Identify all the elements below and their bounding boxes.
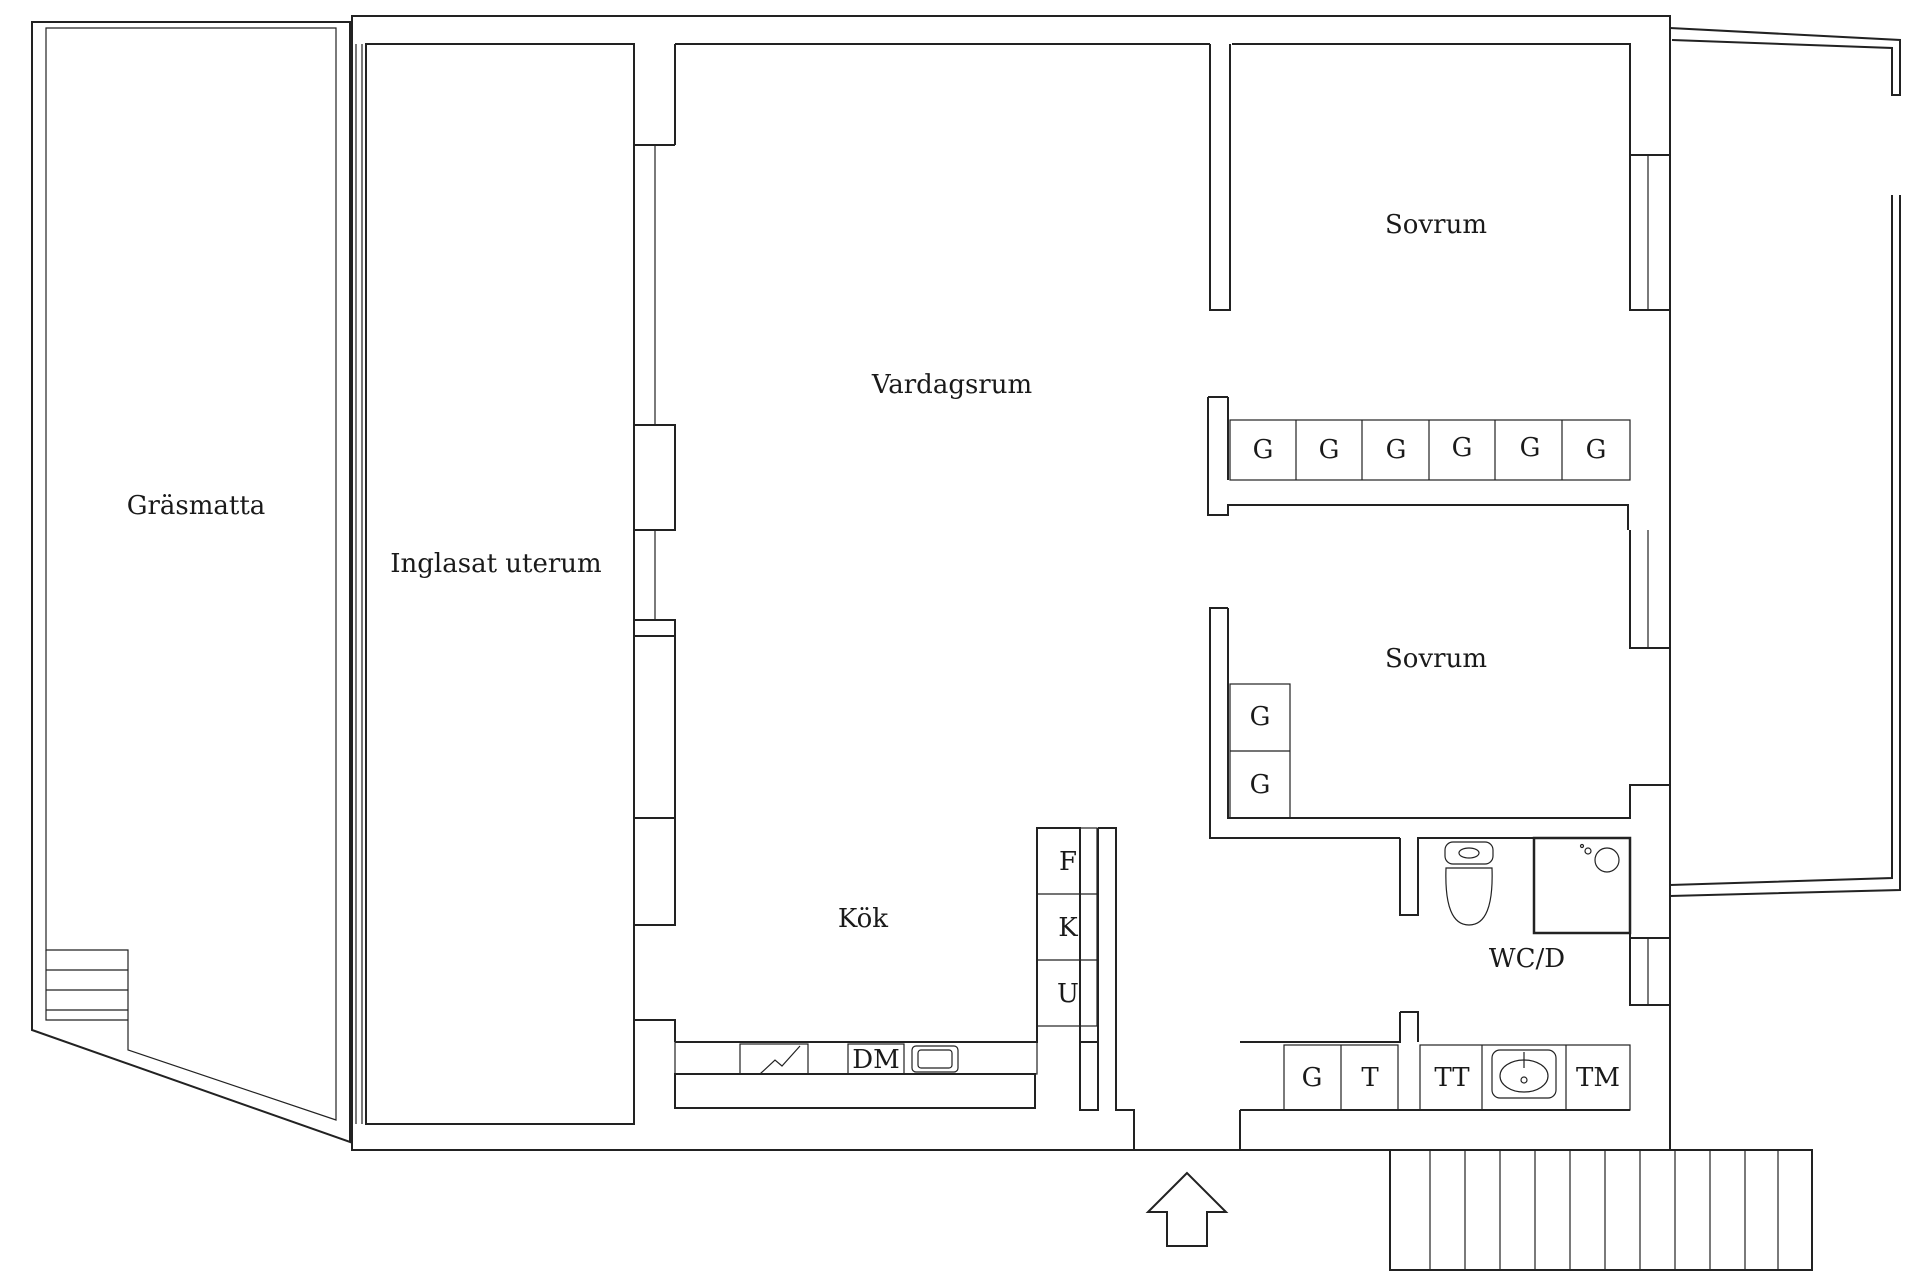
- outer-walls: [351, 15, 1671, 1151]
- kitchen-counter: [674, 1041, 1038, 1109]
- wardrobe-row-1: [1229, 419, 1631, 481]
- wardrobe-label: G: [1250, 770, 1271, 800]
- wardrobe-label: G: [1386, 435, 1407, 465]
- wardrobe-label: G: [1250, 702, 1271, 732]
- room-label-kok: Kök: [838, 904, 888, 934]
- room-label-sovrum-2: Sovrum: [1385, 644, 1487, 674]
- lawn-area: [31, 21, 351, 1144]
- kitchen-sink-icon: [911, 1045, 959, 1073]
- freezer-label: K: [1058, 913, 1078, 943]
- room-label-grasmatta: Gräsmatta: [127, 491, 266, 521]
- sunroom-area: [355, 43, 635, 1125]
- bath-unit-label: TM: [1576, 1063, 1620, 1093]
- wardrobe-column-2: [1229, 683, 1291, 819]
- dishwasher-label: DM: [852, 1045, 899, 1075]
- room-label-uterum: Inglasat uterum: [390, 549, 601, 579]
- wardrobe-label: G: [1586, 435, 1607, 465]
- wardrobe-label: G: [1253, 435, 1274, 465]
- kitchen-tall-units: [1036, 827, 1098, 1027]
- shower-icon: [1532, 836, 1632, 935]
- sink-icon: [1491, 1049, 1557, 1099]
- bath-unit-label: G: [1302, 1063, 1323, 1093]
- fridge-label: F: [1059, 847, 1077, 877]
- bath-unit-label: TT: [1434, 1063, 1470, 1093]
- bedroom-1-window: [1629, 154, 1670, 311]
- living-room-walls: [634, 44, 1629, 1042]
- room-label-wc: WC/D: [1489, 944, 1565, 974]
- right-terrace: [1669, 27, 1901, 897]
- stove-icon-line: [759, 1045, 801, 1075]
- wardrobe-label: G: [1452, 433, 1473, 463]
- bedroom-2-walls: [1209, 530, 1670, 839]
- toilet-icon: [1444, 841, 1494, 926]
- room-label-sovrum-1: Sovrum: [1385, 210, 1487, 240]
- bath-unit-label: T: [1361, 1063, 1379, 1093]
- wardrobe-label: G: [1319, 435, 1340, 465]
- stove-icon: [739, 1043, 809, 1075]
- room-label-vardagsrum: Vardagsrum: [871, 370, 1032, 400]
- oven-label: U: [1057, 979, 1079, 1009]
- bathroom-fixtures: [1283, 836, 1632, 1111]
- bathroom-walls: [1239, 837, 1670, 1150]
- wardrobe-label: G: [1520, 433, 1541, 463]
- front-steps: [1389, 1149, 1813, 1271]
- entrance-arrow-icon: [1145, 1171, 1229, 1247]
